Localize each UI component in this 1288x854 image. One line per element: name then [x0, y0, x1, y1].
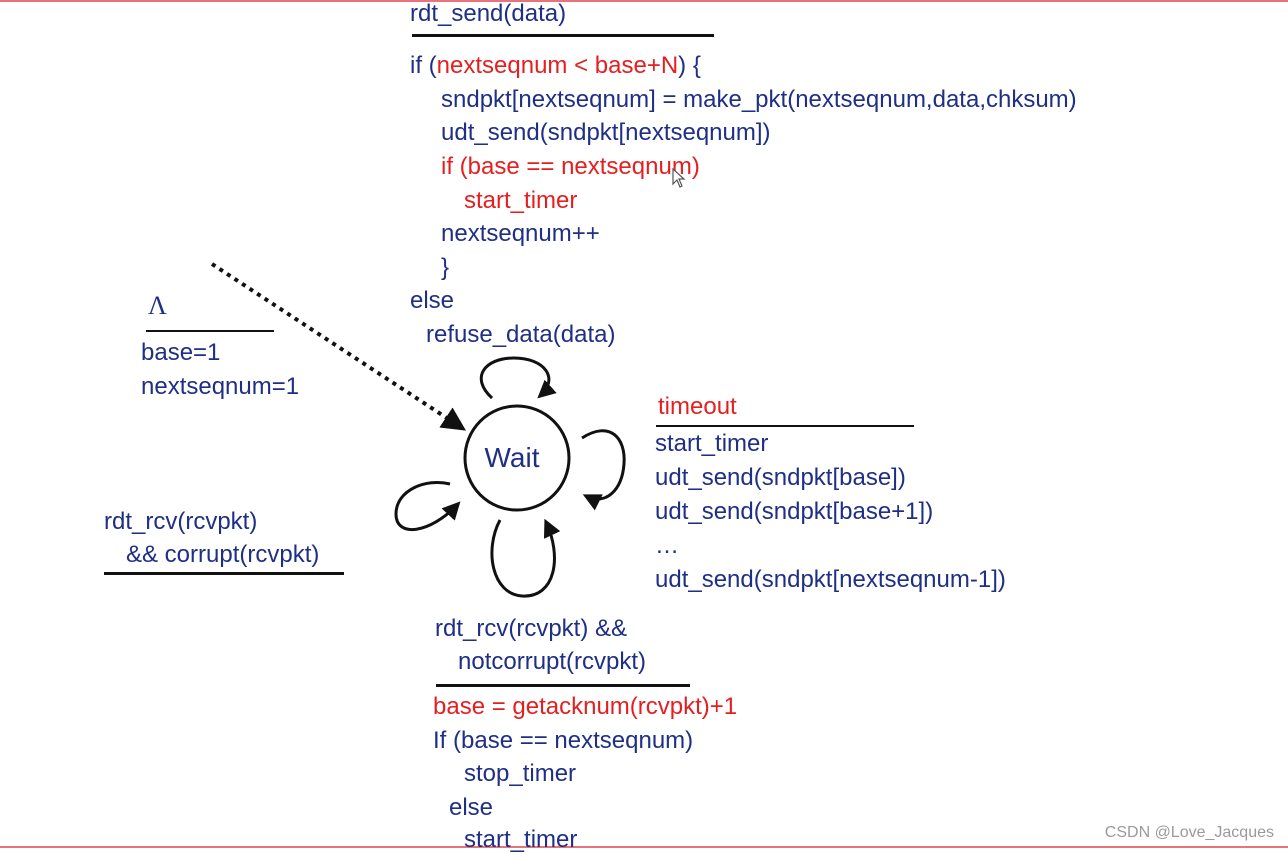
send-code-line-7: }	[441, 254, 450, 281]
init-action-base: base=1	[141, 339, 221, 366]
ack-event-line-2: notcorrupt(rcvpkt)	[458, 648, 647, 675]
slide-top-border	[0, 0, 1288, 2]
lambda-event-label: Λ	[148, 291, 167, 320]
init-transition-divider	[146, 330, 274, 332]
send-code-line-5: start_timer	[464, 187, 578, 214]
send-code-line-1: if (nextseqnum < base+N) {	[410, 52, 701, 79]
send-code-line-8: else	[410, 287, 455, 314]
timeout-event-label: timeout	[658, 393, 737, 420]
send-code-line-4: if (base == nextseqnum)	[441, 153, 700, 180]
send-code-line-2: sndpkt[nextseqnum] = make_pkt(nextseqnum…	[441, 86, 1077, 113]
send-code-line-9: refuse_data(data)	[426, 321, 616, 348]
slide-bottom-border	[0, 846, 1288, 848]
timeout-action-3: udt_send(sndpkt[base+1])	[655, 498, 934, 525]
send-event-label: rdt_send(data)	[410, 0, 567, 27]
send-transition-divider	[412, 34, 714, 37]
wait-state-circle	[463, 404, 571, 512]
wait-state-label: Wait	[484, 442, 540, 473]
send-code-line-6: nextseqnum++	[441, 220, 600, 247]
timeout-transition-divider	[656, 425, 914, 427]
ack-action-else: else	[449, 794, 494, 821]
ack-action-start-timer: start_timer	[464, 826, 578, 853]
ack-action-if: If (base == nextseqnum)	[433, 727, 694, 754]
ack-transition-divider	[436, 684, 690, 687]
corrupt-event-line-1: rdt_rcv(rcvpkt)	[104, 508, 258, 535]
self-loop-bottom	[490, 518, 561, 598]
window-condition: nextseqnum < base+N	[436, 52, 679, 79]
corrupt-event-line-2: && corrupt(rcvpkt)	[126, 541, 320, 568]
corrupt-transition-divider	[104, 572, 344, 575]
mouse-pointer-icon	[672, 168, 686, 188]
ack-action-stop-timer: stop_timer	[464, 760, 577, 787]
ack-event-line-1: rdt_rcv(rcvpkt) &&	[435, 615, 628, 642]
self-loop-top	[479, 356, 557, 400]
csdn-watermark: CSDN @Love_Jacques	[1104, 824, 1274, 841]
init-action-nextseqnum: nextseqnum=1	[141, 373, 300, 400]
timeout-action-2: udt_send(sndpkt[base])	[655, 464, 906, 491]
self-loop-right	[581, 429, 626, 511]
timeout-action-1: start_timer	[655, 430, 769, 457]
self-loop-left	[394, 481, 461, 531]
ack-action-base-update: base = getacknum(rcvpkt)+1	[433, 693, 738, 720]
send-code-line-3: udt_send(sndpkt[nextseqnum])	[441, 119, 771, 146]
timeout-action-4: udt_send(sndpkt[nextseqnum-1])	[655, 566, 1006, 593]
timeout-action-ellipsis: …	[655, 532, 679, 559]
